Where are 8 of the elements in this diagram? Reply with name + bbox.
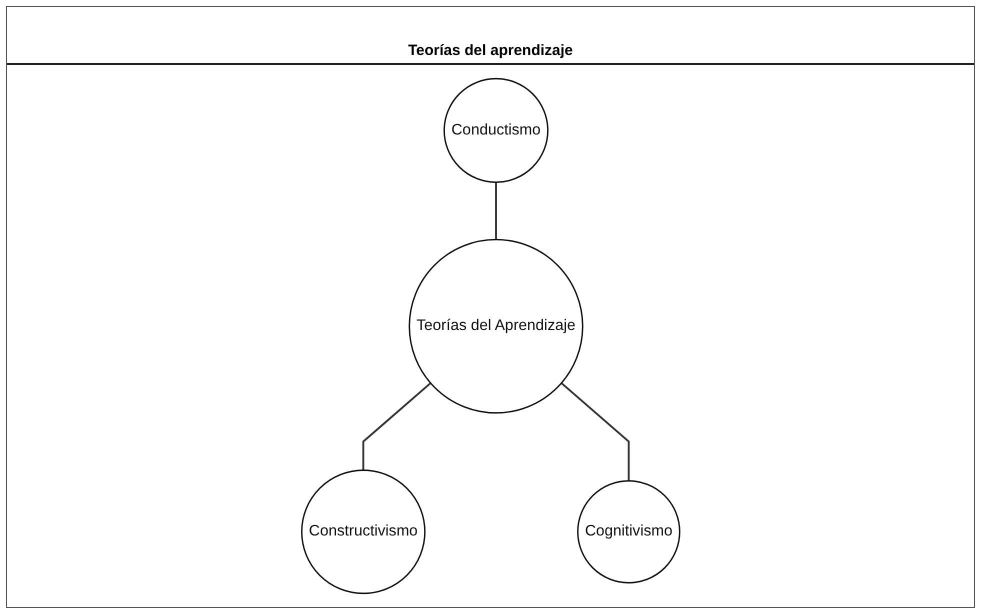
node-circle: Constructivismo — [300, 470, 426, 594]
node-circle: Conductismo — [443, 78, 548, 183]
node-circle: Cognitivismo — [576, 480, 680, 584]
connector — [362, 382, 432, 470]
connector — [494, 182, 497, 240]
node-circle: Teorías del Aprendizaje — [408, 238, 584, 414]
diagram-title: Teorías del aprendizaje — [408, 42, 573, 61]
connector — [560, 382, 630, 481]
